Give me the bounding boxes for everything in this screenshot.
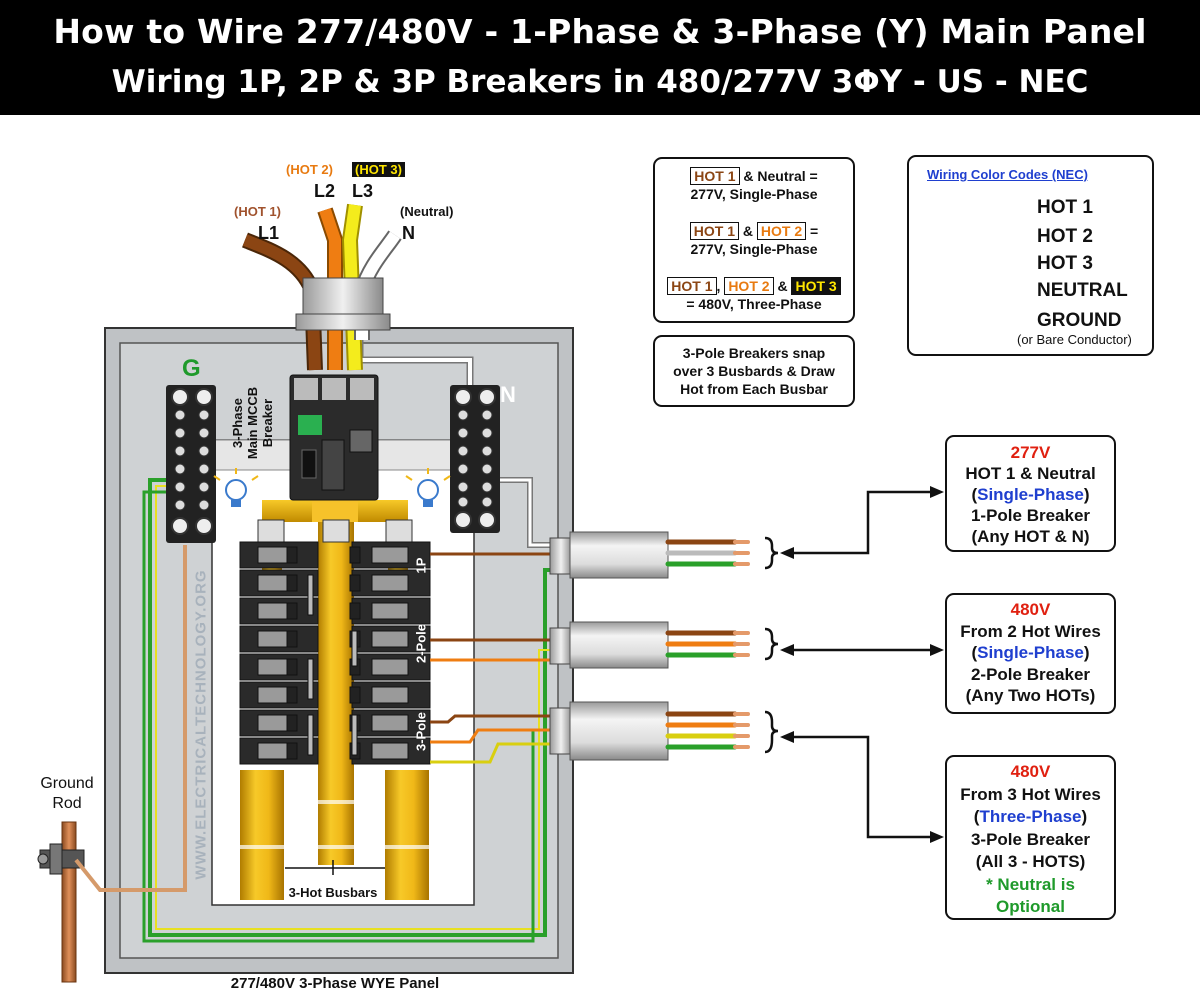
legend-title: Wiring Color Codes (NEC) [927,167,1088,182]
output-box-1pole: 277V HOT 1 & Neutral (Single-Phase) 1-Po… [945,435,1116,552]
busbars-label: 3-Hot Busbars [288,885,378,900]
voltage-relation-box: HOT 1 & Neutral = 277V, Single-Phase HOT… [653,157,855,323]
output-conduits [549,531,669,761]
output-voltage: 480V [1010,762,1051,781]
page-subtitle: Wiring 1P, 2P & 3P Breakers in 480/277V … [111,64,1089,100]
output-voltage: 480V [1010,600,1051,619]
hot2-tag: (HOT 2) [286,162,333,177]
legend-note: (or Bare Conductor) [1017,332,1132,347]
hot1-badge: HOT 1 [667,277,717,295]
output-voltage: 277V [1010,443,1051,462]
n-label: N [402,223,415,243]
branch-wires [430,552,570,764]
ground-bar [166,385,216,543]
output-box-3pole: 480V From 3 Hot Wires (Three-Phase) 3-Po… [945,755,1116,920]
ground-rod [37,821,108,983]
connector-arrows [764,490,935,839]
cable-gland-top [295,277,391,331]
page-title: How to Wire 277/480V - 1-Phase & 3-Phase… [53,12,1147,51]
legend-neutral: NEUTRAL [1037,280,1128,301]
hot3-badge: HOT 3 [791,277,841,295]
l3-label: L3 [352,181,374,201]
ground-rod-wire [108,545,187,892]
pole-2p-label: 2-Pole [413,624,429,664]
ground-rod-label: Ground Rod [40,775,94,812]
watermark: WWW.ELECTRICALTECHNOLOGY.ORG [192,569,210,880]
hot3-tag: (HOT 3) [352,162,405,177]
ground-bar-label: G [182,355,201,382]
conduit-wire-ends [665,539,750,750]
legend-hot2: HOT 2 [1037,226,1093,247]
pole-1p-label: 1P [413,557,429,574]
breaker-note-box: 3-Pole Breakers snap over 3 Busbards & D… [653,335,855,407]
legend-hot3: HOT 3 [1037,253,1093,274]
lightbulb-icon-left [213,468,259,507]
hot-busbars [240,500,429,900]
busbar-pointers [285,860,385,875]
main-mccb-label: 3-Phase Main MCCB Breaker [230,386,275,460]
lightbulb-icon-right [405,468,451,507]
pole-3p-label: 3-Pole [413,712,429,752]
neutral-tag: (Neutral) [400,204,454,219]
panel-caption: 277/480V 3-Phase WYE Panel [230,975,440,992]
output-box-2pole: 480V From 2 Hot Wires (Single-Phase) 2-P… [945,593,1116,714]
hot2-badge: HOT 2 [724,277,774,295]
legend-hot1: HOT 1 [1037,197,1093,218]
neutral-bar [450,385,500,533]
main-mccb-breaker [289,374,379,501]
hot1-badge: HOT 1 [689,222,739,240]
l2-label: L2 [314,181,336,201]
hot1-tag: (HOT 1) [234,204,281,219]
legend-ground: GROUND [1037,310,1122,331]
header-banner: How to Wire 277/480V - 1-Phase & 3-Phase… [0,0,1200,115]
hot1-badge: HOT 1 [690,167,740,185]
branch-breakers [239,541,431,765]
hot2-badge: HOT 2 [756,222,807,240]
l1-label: L1 [258,223,280,243]
arrow-heads [780,486,944,843]
wiring-color-legend: Wiring Color Codes (NEC) HOT 1 HOT 2 HOT… [907,155,1154,356]
neutral-bar-label: N [500,382,516,407]
